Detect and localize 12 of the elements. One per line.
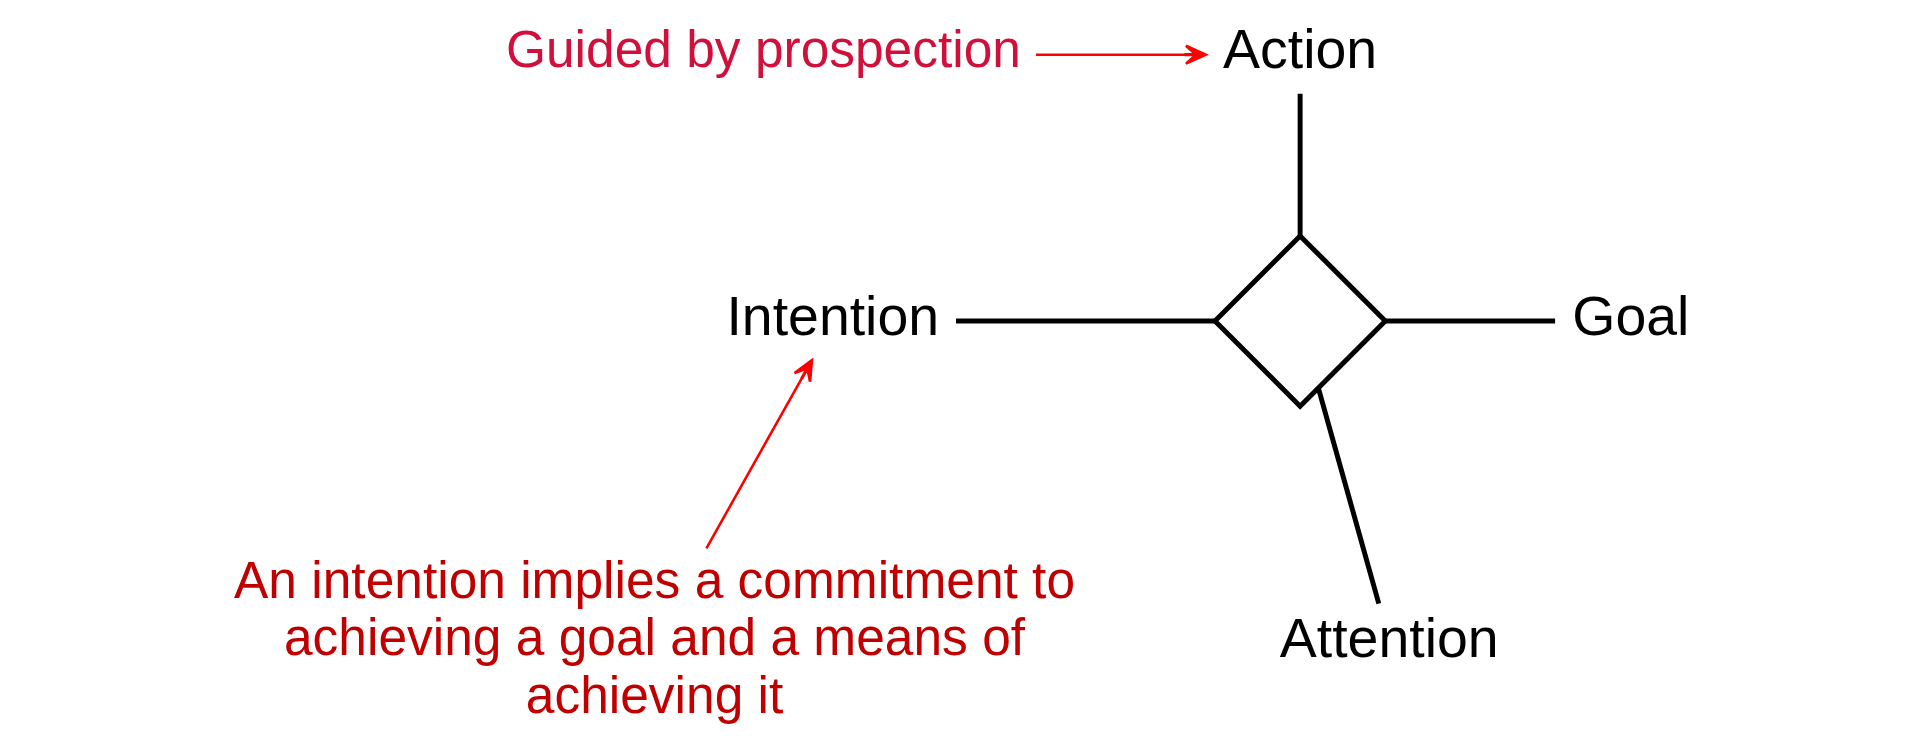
arrow [1035, 44, 1207, 65]
node-text: Attention [1279, 606, 1499, 669]
node-text: An intention implies a commitment to achieving a goal and a means of achieving it [233, 550, 1075, 724]
connector [955, 318, 1215, 324]
connector [1384, 318, 1555, 324]
node-text: Guided by prospection [505, 20, 1021, 79]
connector [1297, 93, 1303, 236]
node-text: Action [1222, 18, 1377, 81]
node-text: Goal [1571, 284, 1689, 347]
connector [1315, 387, 1381, 605]
arrow [704, 358, 813, 550]
node-text: Intention [725, 284, 939, 347]
